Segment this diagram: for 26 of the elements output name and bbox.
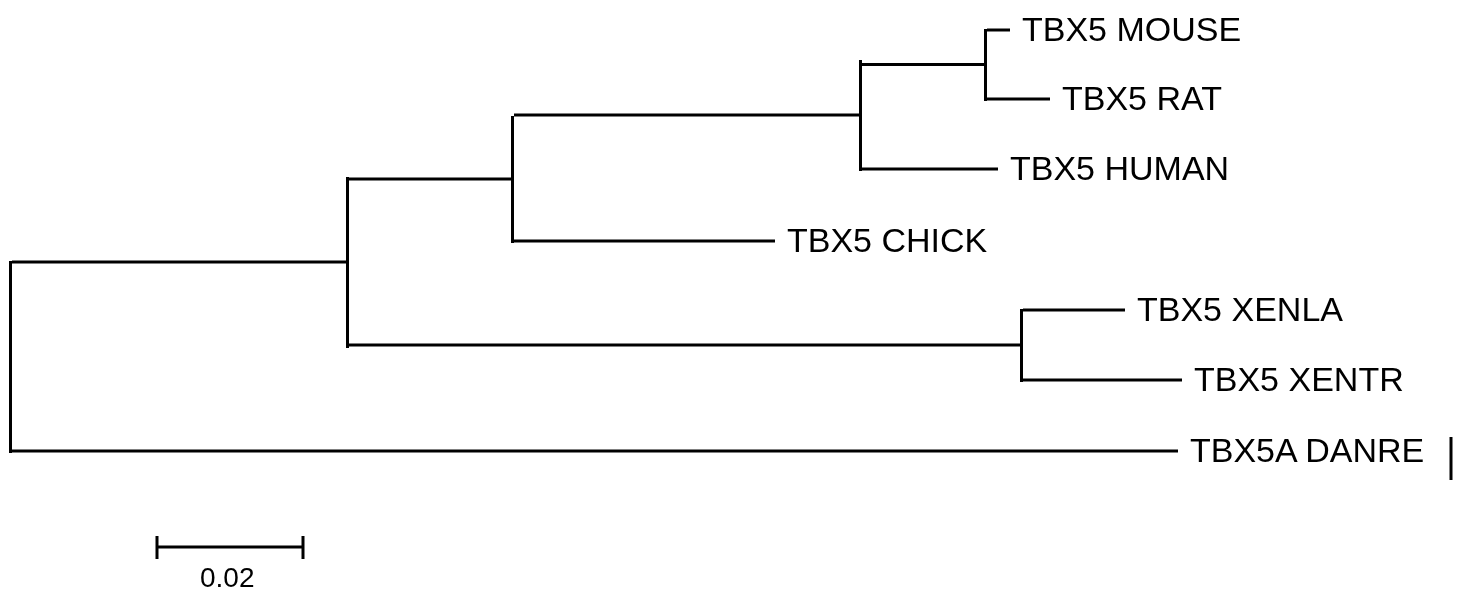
taxon-label: TBX5 MOUSE [1010,10,1242,48]
taxon-label: TBX5A DANRE [1178,431,1425,469]
tree-branch [987,28,1010,32]
tree-branch [349,177,511,181]
taxon-label: TBX5 HUMAN [998,149,1230,187]
taxon-label: TBX5 XENTR [1182,360,1404,398]
scale-label: 0.02 [200,562,255,594]
clade-bar [984,28,987,101]
tree-branch [862,167,998,171]
tree-branch [514,113,859,117]
tree-branch [1023,378,1182,382]
tree-branch [987,97,1050,101]
tree-branch [349,343,1020,347]
tree-branch [862,63,984,66]
tree-branch [12,260,346,264]
clade-bar [859,59,862,171]
clade-bar [9,260,12,453]
tree-branch [514,239,775,243]
clade-bar [1020,308,1023,382]
taxon-label: TBX5 CHICK [775,221,988,259]
clade-bar [511,115,514,243]
clade-bar [346,176,349,348]
taxon-label: TBX5 XENLA [1125,290,1343,328]
tree-branch [1023,308,1125,312]
taxon-label: TBX5 RAT [1050,79,1222,117]
tree-branch [12,449,1178,453]
